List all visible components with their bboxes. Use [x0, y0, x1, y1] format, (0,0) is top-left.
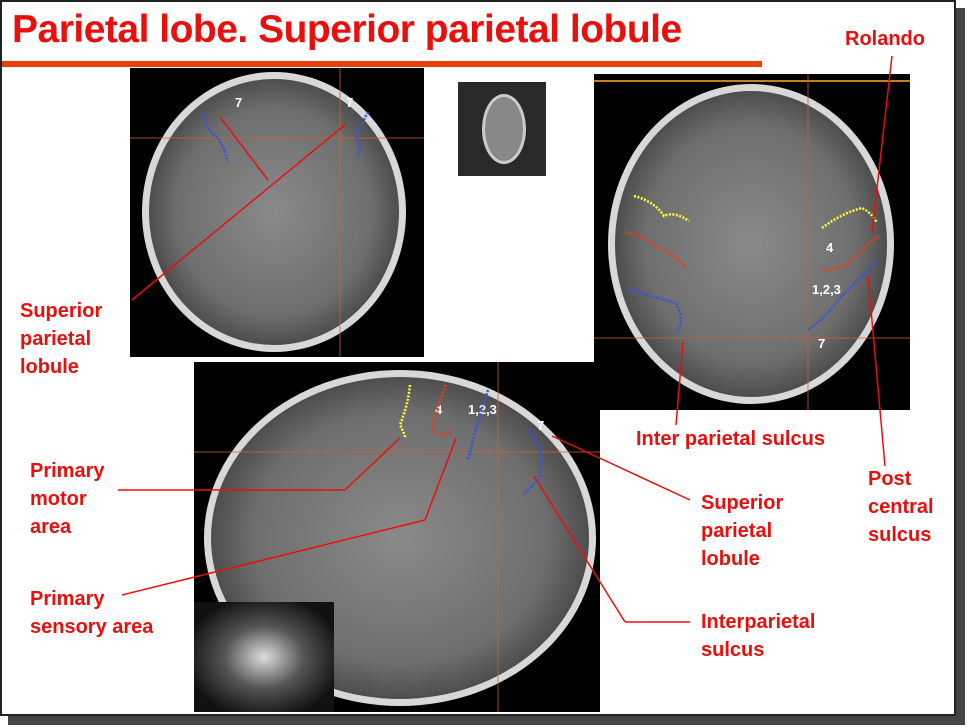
area-number: 4 — [435, 402, 443, 417]
slide-shadow — [8, 716, 956, 725]
label-superior-parietal-lobule: Superior parietal lobule — [20, 297, 102, 381]
slide-shadow — [956, 8, 965, 725]
label-inter-parietal-sulcus: Inter parietal sulcus — [636, 428, 825, 450]
label-primary-sensory-area: Primary sensory area — [30, 585, 153, 641]
3d-orientation-thumbnail — [458, 82, 546, 176]
label-line: parietal — [701, 520, 773, 542]
label-post-central-sulcus: Post central sulcus — [868, 465, 934, 549]
label-line: Primary — [30, 460, 105, 482]
area-number: 1,2,3 — [812, 282, 841, 297]
label-line: lobule — [20, 356, 79, 378]
label-primary-motor-area: Primary motor area — [30, 457, 105, 541]
area-number: 7 — [235, 95, 243, 110]
label-superior-parietal-lobule-right: Superior parietal lobule — [701, 489, 783, 573]
label-interparietal-sulcus: Interparietal sulcus — [701, 608, 815, 664]
area-number: 7 — [537, 418, 545, 433]
label-line: Superior — [20, 300, 103, 322]
label-line: Primary — [30, 588, 105, 610]
sagittal-mri-image: 4 1,2,3 7 — [194, 362, 600, 712]
area-number: 4 — [826, 240, 834, 255]
label-line: central — [868, 496, 934, 518]
coronal-mri-image: 7 7 — [130, 68, 424, 357]
label-line: parietal — [20, 328, 92, 350]
label-line: Post — [868, 468, 912, 490]
label-line: area — [30, 516, 72, 538]
label-rolando: Rolando — [845, 28, 925, 50]
label-line: Superior — [701, 492, 784, 514]
title-underline — [2, 61, 762, 67]
label-line: lobule — [701, 548, 760, 570]
label-line: sulcus — [868, 524, 932, 546]
label-line: motor — [30, 488, 87, 510]
area-number: 7 — [818, 336, 826, 351]
label-line: sensory area — [30, 616, 154, 638]
axial-mri-image: 4 1,2,3 7 — [594, 74, 910, 410]
area-number: 1,2,3 — [468, 402, 497, 417]
label-line: Interparietal — [701, 611, 816, 633]
area-number: 7 — [346, 95, 354, 110]
label-line: sulcus — [701, 639, 765, 661]
slide-title: Parietal lobe. Superior parietal lobule — [12, 8, 682, 51]
